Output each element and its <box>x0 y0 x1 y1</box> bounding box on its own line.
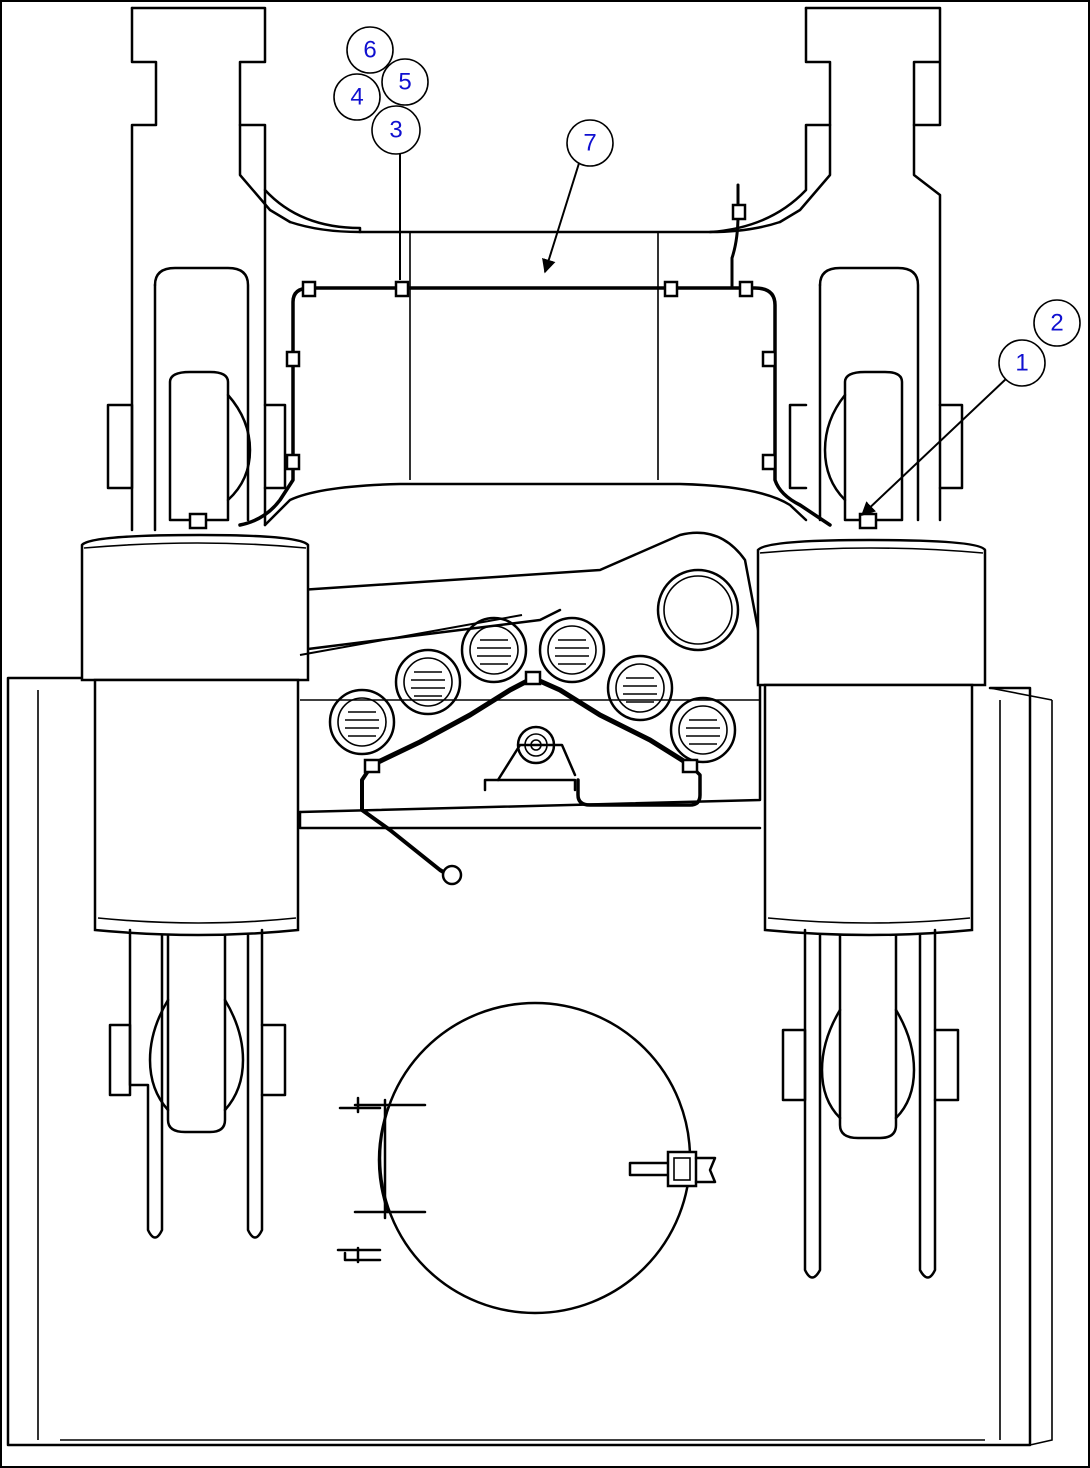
callout-2: 2 <box>1033 299 1081 347</box>
left-lower-fork <box>108 928 287 1239</box>
lower-wire-harness <box>360 670 702 886</box>
harness-clip <box>731 203 747 221</box>
right-upper-wheel <box>823 370 904 522</box>
marker-light <box>538 616 606 684</box>
harness-clip <box>761 350 777 368</box>
right-upper-yoke <box>708 6 964 522</box>
callout-7: 7 <box>566 119 614 167</box>
callout-2-label: 2 <box>1050 310 1063 337</box>
light-mount-plate <box>298 531 762 830</box>
right-lower-fork <box>781 928 960 1279</box>
marker-light <box>606 654 674 722</box>
harness-clip <box>394 280 410 298</box>
harness-clip <box>301 280 317 298</box>
callout-1: 1 <box>998 339 1046 387</box>
upper-wire-harness <box>188 183 878 530</box>
marker-light <box>328 688 396 756</box>
callout-7-label: 7 <box>583 130 596 157</box>
harness-clip <box>761 453 777 471</box>
marker-lights <box>328 616 737 764</box>
left-upper-wheel <box>168 370 252 522</box>
beacon-lens <box>656 568 740 652</box>
callout-3-label: 3 <box>389 117 402 144</box>
callout-6: 6 <box>346 26 394 74</box>
harness-clip <box>285 350 301 368</box>
callout-5-label: 5 <box>398 69 411 96</box>
callout-4-label: 4 <box>350 84 363 111</box>
right-cylinder <box>756 538 987 937</box>
callout-1-label: 1 <box>1015 350 1028 377</box>
harness-connector <box>188 512 208 530</box>
marker-light <box>460 616 528 684</box>
marker-light <box>669 696 737 764</box>
callout-5: 5 <box>381 58 429 106</box>
callout-3: 3 <box>371 105 421 155</box>
harness-clip <box>663 280 679 298</box>
marker-light <box>394 648 462 716</box>
left-cylinder <box>80 533 310 937</box>
left-upper-yoke <box>106 6 362 532</box>
main-body <box>6 676 1053 1447</box>
callout-leaders <box>299 152 1008 656</box>
access-door <box>336 1001 717 1315</box>
callout-4: 4 <box>333 73 381 121</box>
callout-6-label: 6 <box>363 37 376 64</box>
upper-crossbar <box>263 220 808 527</box>
harness-clip <box>285 453 301 471</box>
harness-grommet <box>441 864 463 886</box>
alarm-horn <box>483 725 577 792</box>
harness-connector <box>858 512 878 530</box>
door-latch <box>666 1150 698 1188</box>
harness-clip <box>738 280 754 298</box>
